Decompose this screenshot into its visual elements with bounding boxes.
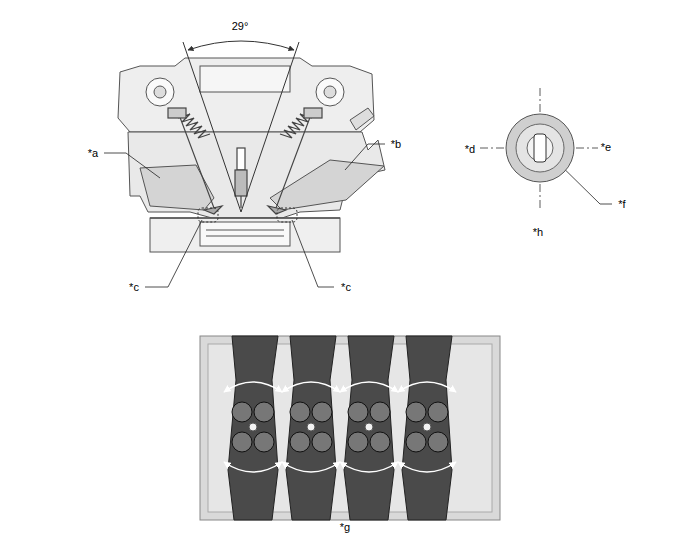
callout-label: *e [600,141,612,153]
valve-train [168,108,322,214]
callout-label: *b [390,138,402,150]
callout-label: *f [617,198,626,210]
angle-dimension [183,41,299,212]
cylinder-head-section [118,58,385,252]
callout-label: *d [464,143,476,155]
valve-face-view [480,88,598,210]
callout-label: *h [532,226,544,238]
callout-label: *g [339,521,351,533]
callout-label: *c [128,281,140,293]
callout-label: *a [87,147,99,159]
detail-area [198,208,297,222]
angle-label: 29° [231,20,250,32]
callout-label: *c [340,281,352,293]
cylinder-head-bottom [200,336,500,520]
